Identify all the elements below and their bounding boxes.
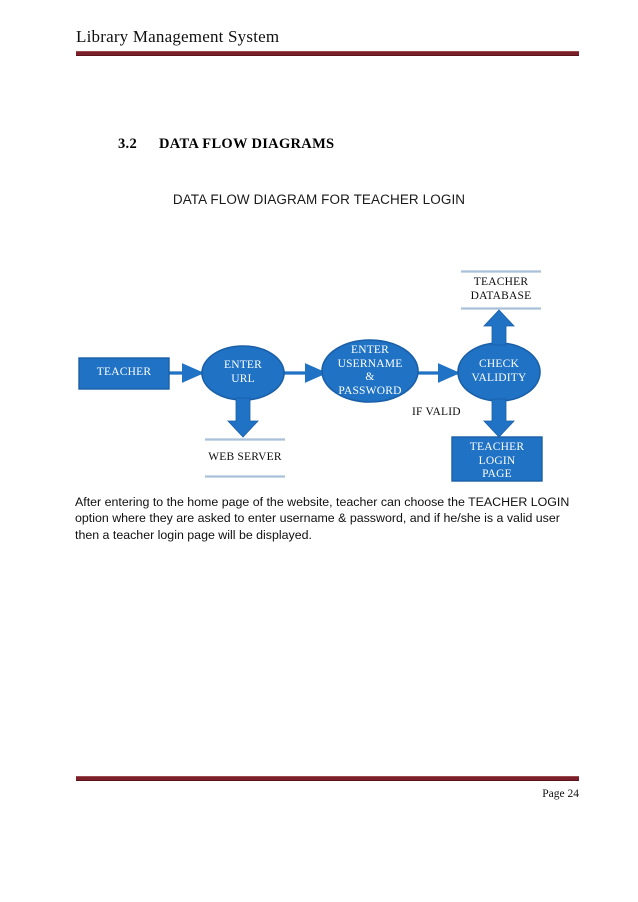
node-teacher-login-page-line-3: PAGE xyxy=(482,468,512,480)
node-teacher-database-line-2: DATABASE xyxy=(470,289,532,302)
node-check-validity-line-1: CHECK xyxy=(479,358,519,370)
node-enter-credentials-label: ENTER USERNAME & PASSWORD xyxy=(322,344,418,398)
header-divider-rule xyxy=(76,50,579,56)
node-teacher-login-page-line-1: TEACHER xyxy=(469,441,525,453)
flow-check-validity-to-login-page xyxy=(483,398,515,438)
section-number: 3.2 xyxy=(118,136,138,152)
section-title: DATA FLOW DIAGRAMS xyxy=(159,136,335,152)
node-check-validity-label: CHECK VALIDITY xyxy=(458,358,540,385)
node-web-server-line-1: WEB SERVER xyxy=(208,451,282,463)
node-enter-url-label: ENTER URL xyxy=(202,359,284,386)
node-enter-credentials-line-4: PASSWORD xyxy=(338,384,402,397)
flow-enter-url-to-web-server xyxy=(227,397,259,438)
node-enter-url-line-1: ENTER xyxy=(223,359,263,371)
document-footer: Page 24 xyxy=(76,776,579,800)
header-title: Library Management System xyxy=(76,27,280,46)
node-web-server-label: WEB SERVER xyxy=(195,451,295,465)
node-enter-url-line-2: URL xyxy=(231,372,255,385)
document-header: Library Management System xyxy=(76,27,579,56)
node-teacher-login-page-line-2: LOGIN xyxy=(478,454,516,467)
footer-divider-rule xyxy=(76,776,579,781)
node-enter-credentials-line-1: ENTER xyxy=(350,344,390,356)
node-teacher-database-label: TEACHER DATABASE xyxy=(451,276,551,303)
node-enter-credentials-line-2: USERNAME xyxy=(337,357,403,370)
node-teacher-login-page-label: TEACHER LOGIN PAGE xyxy=(452,441,542,482)
node-teacher-database-line-1: TEACHER xyxy=(473,276,529,288)
diagram-title: DATA FLOW DIAGRAM FOR TEACHER LOGIN xyxy=(172,192,466,207)
node-enter-credentials-line-3: & xyxy=(365,371,375,383)
flow-label-if-valid: IF VALID xyxy=(412,406,461,418)
page-number: Page 24 xyxy=(542,788,579,800)
body-paragraph: After entering to the home page of the w… xyxy=(75,495,570,542)
node-teacher-label: TEACHER xyxy=(96,366,152,378)
section-heading: 3.2 DATA FLOW DIAGRAMS xyxy=(118,136,334,153)
node-check-validity-line-2: VALIDITY xyxy=(471,371,527,384)
flow-check-validity-to-teacher-database xyxy=(483,309,515,346)
